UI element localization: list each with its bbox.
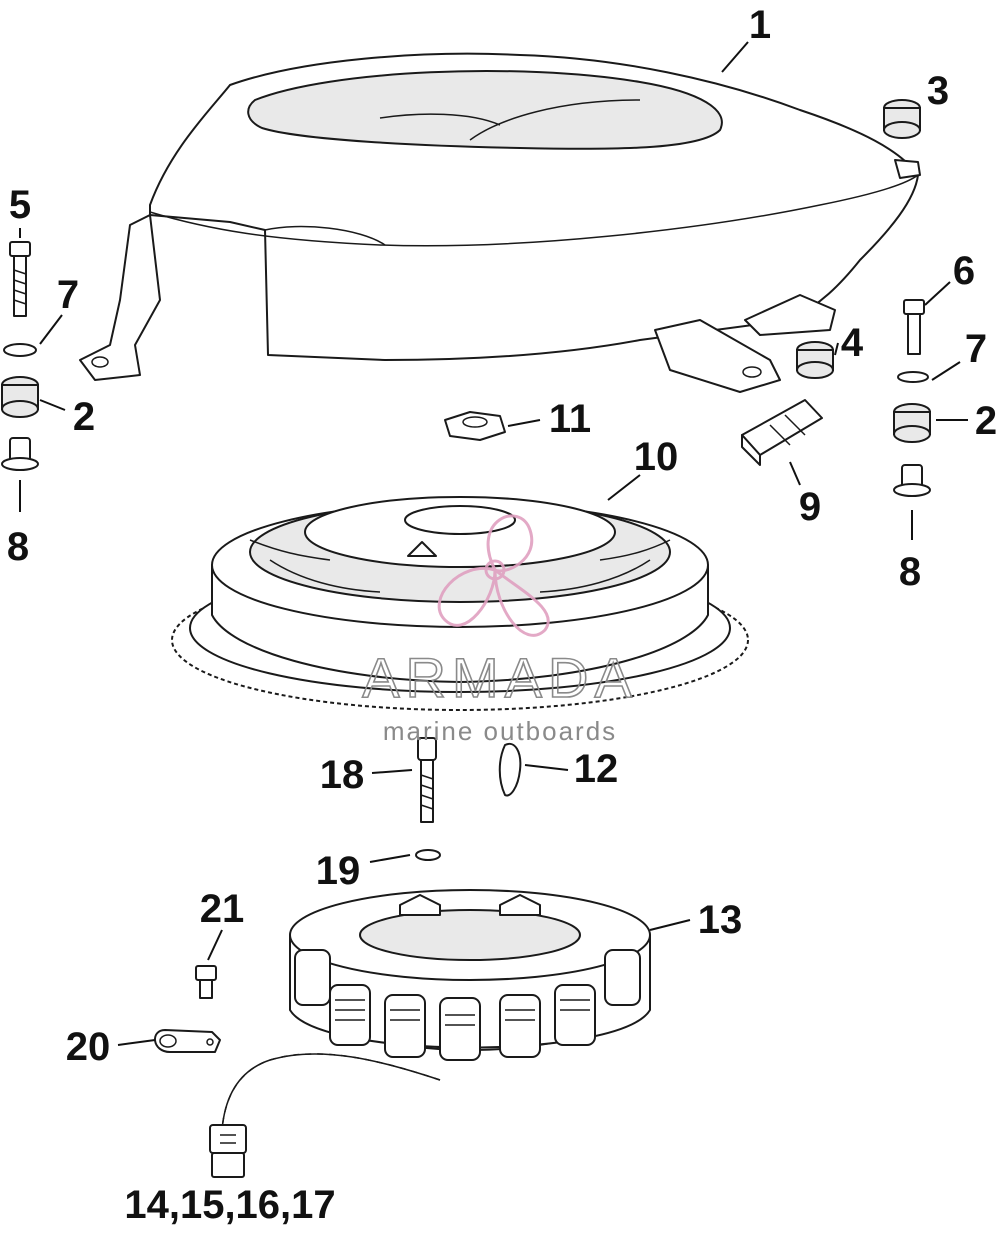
small-washer xyxy=(415,849,441,861)
bolt-long xyxy=(417,737,437,823)
watermark-logo xyxy=(437,514,550,637)
screw-small xyxy=(195,965,217,999)
callout-7-left: 7 xyxy=(57,273,79,317)
grommet-mid-right xyxy=(796,341,834,379)
woodruff-key xyxy=(498,742,522,797)
flywheel-nut xyxy=(444,411,506,441)
flywheel-cover xyxy=(79,52,921,393)
cable-clamp xyxy=(154,1029,221,1053)
callout-7-right: 7 xyxy=(965,327,987,371)
callout-2-left: 2 xyxy=(73,395,95,439)
grommet-left xyxy=(1,376,39,418)
screw-left xyxy=(9,241,31,317)
callout-14-17: 14,15,16,17 xyxy=(124,1183,335,1227)
callout-8-right: 8 xyxy=(899,550,921,594)
callout-12: 12 xyxy=(574,747,619,791)
callout-20: 20 xyxy=(66,1025,111,1069)
callout-2-right: 2 xyxy=(975,399,997,443)
stator-harness xyxy=(209,1053,441,1178)
grommet-right xyxy=(893,403,931,443)
watermark-tagline: marine outboards xyxy=(383,716,617,746)
callout-6: 6 xyxy=(953,249,975,293)
washer-left xyxy=(3,343,37,357)
callout-10: 10 xyxy=(634,435,679,479)
callout-1: 1 xyxy=(749,3,771,47)
callout-21: 21 xyxy=(200,887,245,931)
callout-18: 18 xyxy=(320,753,365,797)
callout-3: 3 xyxy=(927,69,949,113)
stator xyxy=(289,889,651,1061)
callout-4: 4 xyxy=(841,321,864,365)
washer-right xyxy=(897,371,929,383)
callout-8-left: 8 xyxy=(7,525,29,569)
screw-right xyxy=(903,299,925,355)
callout-19: 19 xyxy=(316,849,361,893)
callout-11: 11 xyxy=(549,397,591,441)
leader-lines xyxy=(19,41,968,1046)
callout-9: 9 xyxy=(799,485,821,529)
grommet-top-right xyxy=(883,99,921,139)
callout-13: 13 xyxy=(698,898,743,942)
spacer-right xyxy=(893,464,931,497)
spacer-left xyxy=(1,437,39,471)
watermark-brand: ARMADA xyxy=(362,646,638,709)
connector xyxy=(741,399,823,466)
callout-5: 5 xyxy=(9,183,31,227)
flywheel xyxy=(171,496,749,711)
